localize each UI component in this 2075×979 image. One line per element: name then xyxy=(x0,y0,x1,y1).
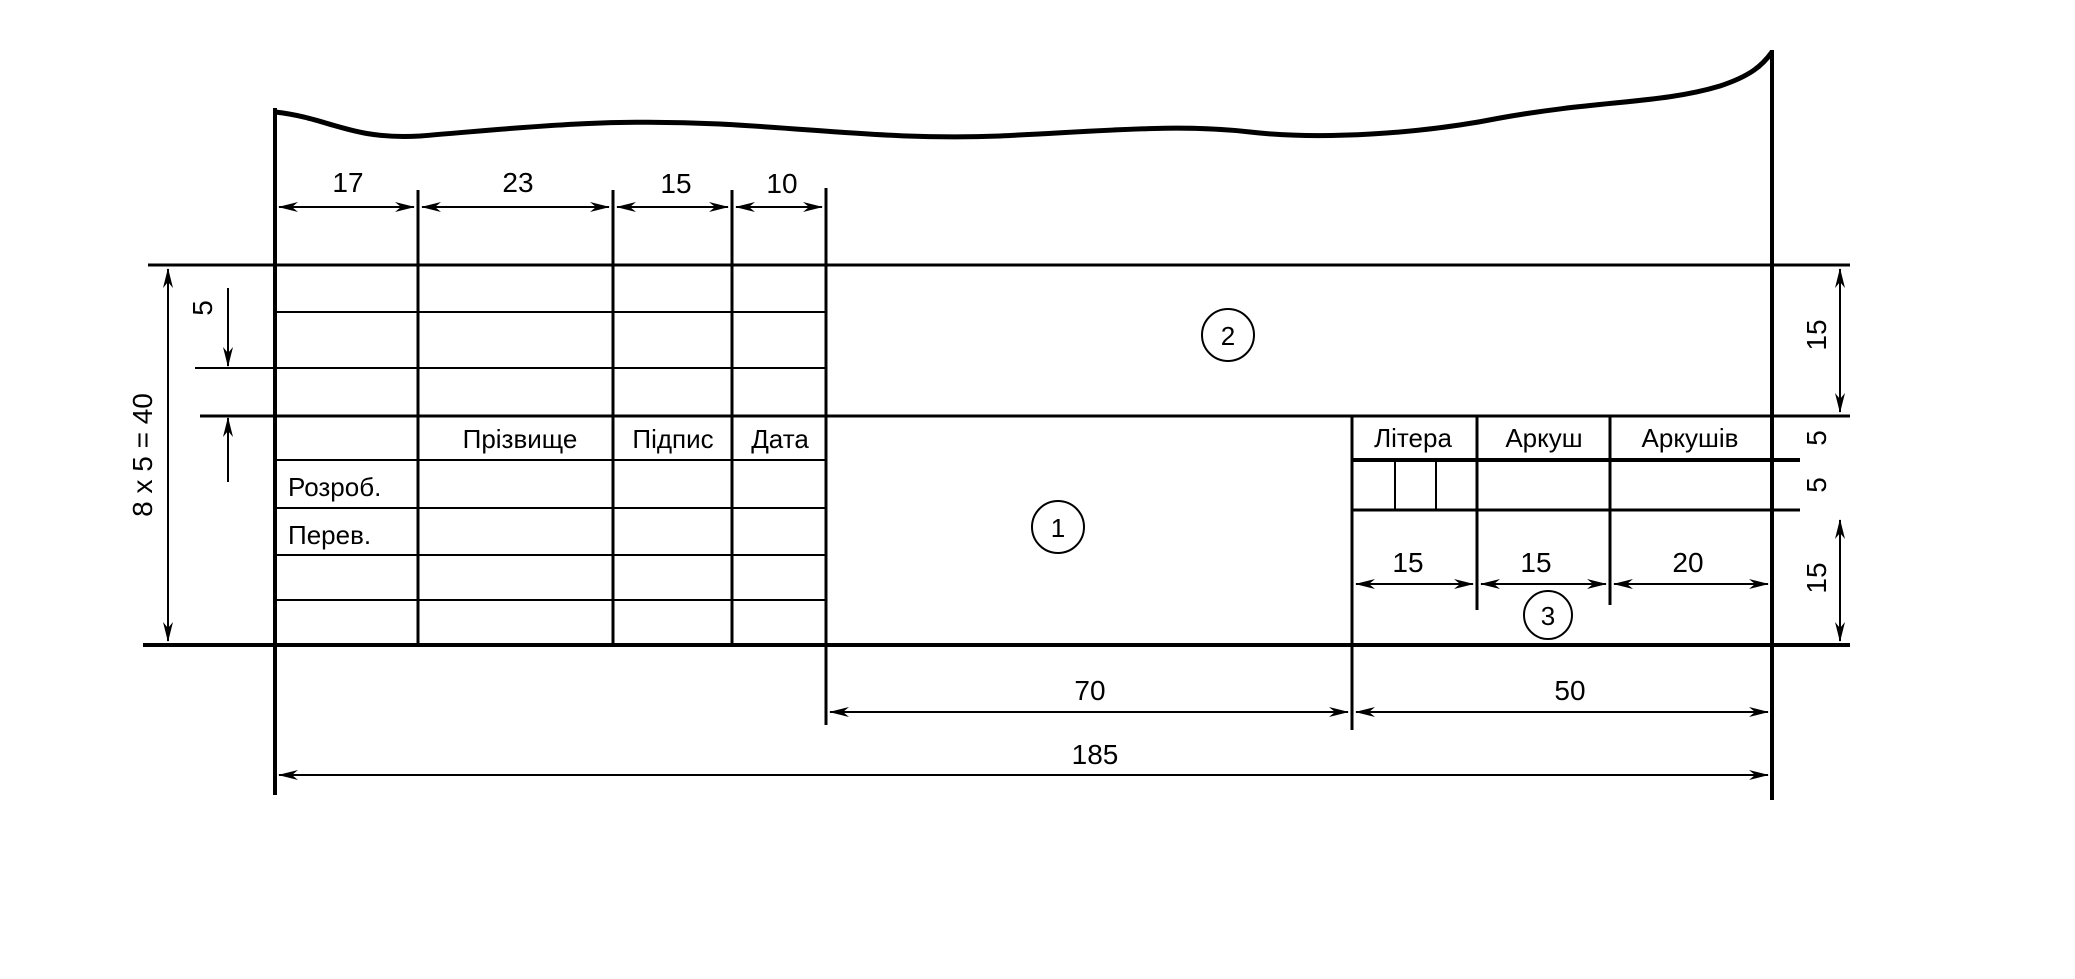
dim-right-header-row: 5 xyxy=(1801,430,1832,446)
dimension-labels: 17 23 15 10 8 x 5 = 40 5 70 50 185 15 15… xyxy=(127,167,1832,770)
sheet-break-line xyxy=(274,50,1775,140)
svg-text:3: 3 xyxy=(1541,601,1555,631)
header-sheet: Аркуш xyxy=(1505,423,1582,453)
dim-right-values-row: 5 xyxy=(1801,477,1832,493)
dim-col-2: 23 xyxy=(502,167,533,198)
dim-right-block: 50 xyxy=(1554,675,1585,706)
dim-total-width: 185 xyxy=(1072,739,1119,770)
dim-right-bottom: 15 xyxy=(1801,562,1832,593)
callout-1: 1 xyxy=(1031,500,1085,554)
title-block-grid xyxy=(143,188,1850,730)
dim-main-field: 70 xyxy=(1074,675,1105,706)
header-date: Дата xyxy=(751,424,809,454)
row-checked: Перев. xyxy=(288,520,371,550)
dim-right-col-1: 15 xyxy=(1392,547,1423,578)
dim-right-col-2: 15 xyxy=(1520,547,1551,578)
dim-col-3: 15 xyxy=(660,168,691,199)
dim-row-height: 5 xyxy=(187,300,218,316)
callout-3: 3 xyxy=(1523,590,1573,640)
row-developed: Розроб. xyxy=(288,472,381,502)
drawing-frame xyxy=(273,50,1774,800)
header-letter: Літера xyxy=(1374,423,1452,453)
callout-2: 2 xyxy=(1201,308,1255,362)
svg-text:1: 1 xyxy=(1051,513,1065,543)
header-surname: Прізвище xyxy=(463,424,578,454)
svg-text:2: 2 xyxy=(1221,321,1235,351)
header-sheets: Аркушів xyxy=(1642,423,1739,453)
header-signature: Підпис xyxy=(632,424,713,454)
dim-col-4: 10 xyxy=(766,168,797,199)
title-block-labels: Прізвище Підпис Дата Розроб. Перев. Літе… xyxy=(288,423,1738,550)
dim-right-col-3: 20 xyxy=(1672,547,1703,578)
dim-right-top: 15 xyxy=(1801,319,1832,350)
dim-total-height: 8 x 5 = 40 xyxy=(127,393,158,517)
dim-col-1: 17 xyxy=(332,167,363,198)
dimension-lines xyxy=(163,202,1845,780)
